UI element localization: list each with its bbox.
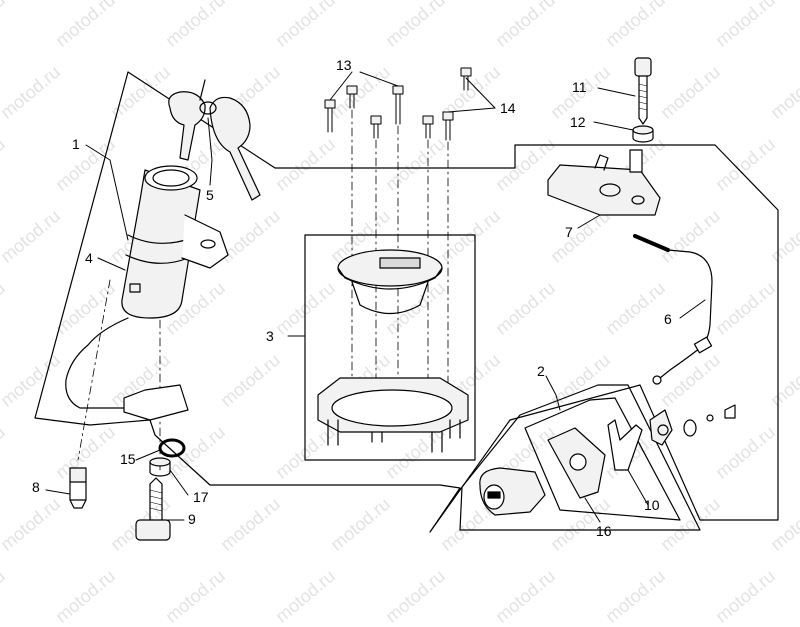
diagram-drawing: [34, 57, 779, 541]
screw: [392, 85, 404, 125]
flange-ring: [317, 377, 469, 453]
screw: [324, 99, 336, 133]
callout-11: 11: [572, 79, 587, 95]
callout-15: 15: [120, 451, 136, 467]
latch-10: [607, 419, 643, 471]
callout-4: 4: [85, 250, 93, 266]
callout-5: 5: [206, 187, 214, 203]
callout-10: 10: [644, 497, 660, 513]
small-parts: [649, 404, 736, 446]
bolt-8: [69, 467, 87, 509]
bracket-7: [547, 149, 661, 216]
callout-3: 3: [266, 328, 274, 344]
screw: [422, 115, 434, 139]
callout-2: 2: [537, 363, 545, 379]
screw: [346, 85, 358, 109]
screw: [370, 115, 382, 139]
ignition-switch-4: [65, 165, 229, 421]
callout-17: 17: [193, 489, 209, 505]
keys-5: [168, 79, 261, 201]
callout-16: 16: [596, 523, 612, 539]
lock-plate-16: [547, 427, 606, 499]
group-outline-2: [459, 384, 701, 531]
bolt-11: [634, 57, 652, 125]
lock-cylinder: [479, 467, 546, 516]
callout-7: 7: [565, 224, 573, 240]
screw: [442, 111, 454, 141]
callout-12: 12: [570, 114, 586, 130]
screw-set-13-14: [324, 67, 472, 141]
group-outline-3: [304, 234, 476, 461]
bolt-9: [135, 477, 171, 541]
washer-12: [632, 125, 654, 143]
callout-14: 14: [500, 100, 516, 116]
leader-lines: [45, 71, 706, 523]
screw: [460, 67, 472, 91]
cable-6: [633, 234, 713, 385]
group-outline-16: [524, 397, 681, 521]
callout-13: 13: [336, 57, 352, 73]
fuel-cap-3: [337, 249, 443, 314]
callout-9: 9: [188, 511, 196, 527]
callout-1: 1: [72, 136, 80, 152]
callout-8: 8: [32, 479, 40, 495]
spacer-17: [149, 457, 171, 477]
callout-6: 6: [664, 311, 672, 327]
o-ring-15: [158, 438, 186, 458]
